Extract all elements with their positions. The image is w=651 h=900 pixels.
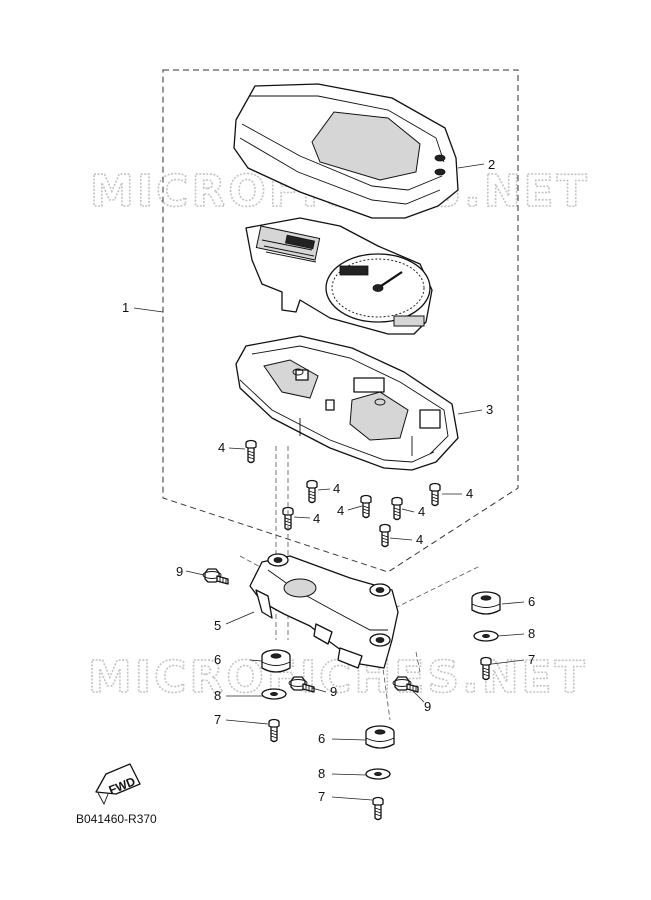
screw-4e xyxy=(360,494,372,519)
callout-4g: 4 xyxy=(416,532,423,547)
screw-4c xyxy=(429,482,441,507)
meter-case xyxy=(235,335,459,471)
fwd-arrow-icon xyxy=(95,763,141,806)
meter-bracket xyxy=(249,553,399,669)
screw-7c xyxy=(372,796,384,821)
callout-4a: 4 xyxy=(218,440,225,455)
callout-7a: 7 xyxy=(528,652,535,667)
meter-cover xyxy=(233,83,459,219)
callout-4f: 4 xyxy=(418,504,425,519)
callout-8a: 8 xyxy=(528,626,535,641)
grommet-6a xyxy=(471,591,501,615)
callout-4d: 4 xyxy=(313,511,320,526)
callout-2: 2 xyxy=(488,157,495,172)
watermark-bottom: MICROFICHES.NET xyxy=(88,652,588,703)
leader-lines xyxy=(133,163,525,801)
callout-1: 1 xyxy=(122,300,129,315)
grommet-6b xyxy=(261,649,291,673)
bolt-9a xyxy=(202,568,229,585)
screw-4b xyxy=(306,479,318,504)
callout-9c: 9 xyxy=(424,699,431,714)
callout-9b: 9 xyxy=(330,684,337,699)
washer-8a xyxy=(473,630,499,642)
grommet-6c xyxy=(365,725,395,749)
callout-6c: 6 xyxy=(318,731,325,746)
callout-8c: 8 xyxy=(318,766,325,781)
callout-6a: 6 xyxy=(528,594,535,609)
callout-4c: 4 xyxy=(466,486,473,501)
callout-8b: 8 xyxy=(214,688,221,703)
callout-7c: 7 xyxy=(318,789,325,804)
callout-9a: 9 xyxy=(176,564,183,579)
assembly-boundary xyxy=(162,69,519,573)
reference-code: B041460-R370 xyxy=(76,812,157,826)
screw-4a xyxy=(245,439,257,464)
callout-4b: 4 xyxy=(333,481,340,496)
screw-4g xyxy=(379,523,391,548)
washer-8b xyxy=(261,688,287,700)
callout-5: 5 xyxy=(214,618,221,633)
washer-8c xyxy=(365,768,391,780)
callout-7b: 7 xyxy=(214,712,221,727)
screw-7a xyxy=(480,656,492,681)
callout-3: 3 xyxy=(486,402,493,417)
meter-panel xyxy=(245,217,433,335)
screw-4f xyxy=(391,496,403,521)
callout-4e: 4 xyxy=(337,503,344,518)
screw-7b xyxy=(268,718,280,743)
callout-6b: 6 xyxy=(214,652,221,667)
